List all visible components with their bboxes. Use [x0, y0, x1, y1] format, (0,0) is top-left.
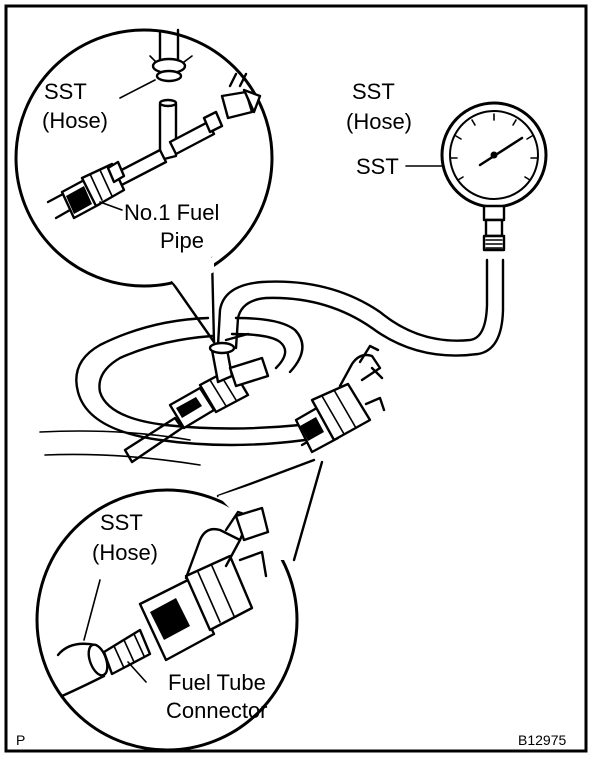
main-fuel-line-assembly — [39, 258, 505, 466]
svg-text:SST(Hose): SST (Hose) — [42, 79, 108, 133]
label-sst-top-left: SST — [44, 79, 87, 104]
gauge-labels: SST (Hose) SST — [346, 79, 445, 179]
label-fuel-tube: Fuel Tube — [168, 670, 266, 695]
corner-mark: P — [16, 732, 25, 748]
label-sst-gauge-hose: SST — [352, 79, 395, 104]
label-hose-gauge: (Hose) — [346, 109, 412, 134]
label-connector: Connector — [166, 698, 268, 723]
figure-id: B12975 — [518, 732, 566, 748]
label-sst-bottom: SST — [100, 510, 143, 535]
label-no1-fuel: No.1 Fuel — [124, 200, 219, 225]
gauge-needle — [478, 136, 524, 167]
label-pipe: Pipe — [160, 228, 204, 253]
label-hose-bottom: (Hose) — [92, 540, 158, 565]
label-hose-top-left: (Hose) — [42, 108, 108, 133]
svg-text:SST(Hose): SST (Hose) — [346, 79, 412, 134]
label-sst-gauge: SST — [356, 154, 399, 179]
fuel-pressure-gauge — [440, 101, 548, 252]
svg-text:SST(Hose): SST (Hose) — [92, 510, 158, 565]
